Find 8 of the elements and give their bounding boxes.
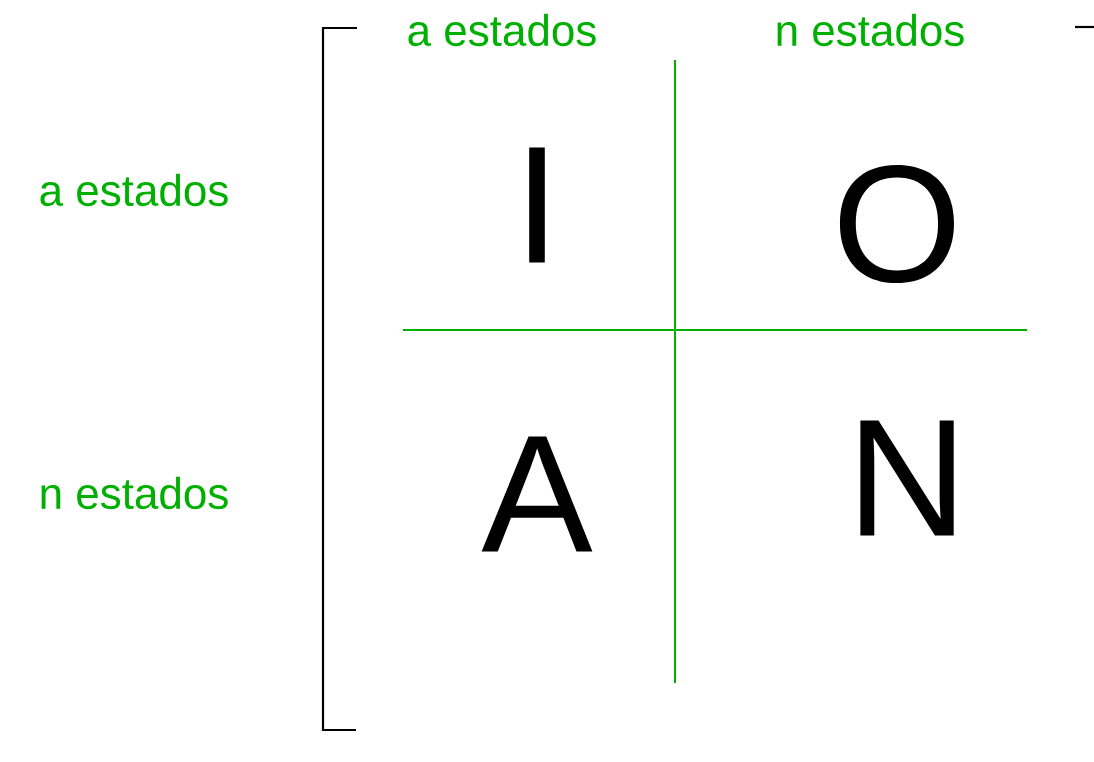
block-header: n estados [41,476,228,510]
matrix-entry: I [529,147,545,263]
block-header: a estados [40,173,228,207]
matrix-entry: A [481,436,593,552]
matrix-entry: N [860,420,954,536]
block-header: n estados [777,13,964,47]
block-header: a estados [408,13,596,47]
matrix-entry: O [839,164,954,284]
